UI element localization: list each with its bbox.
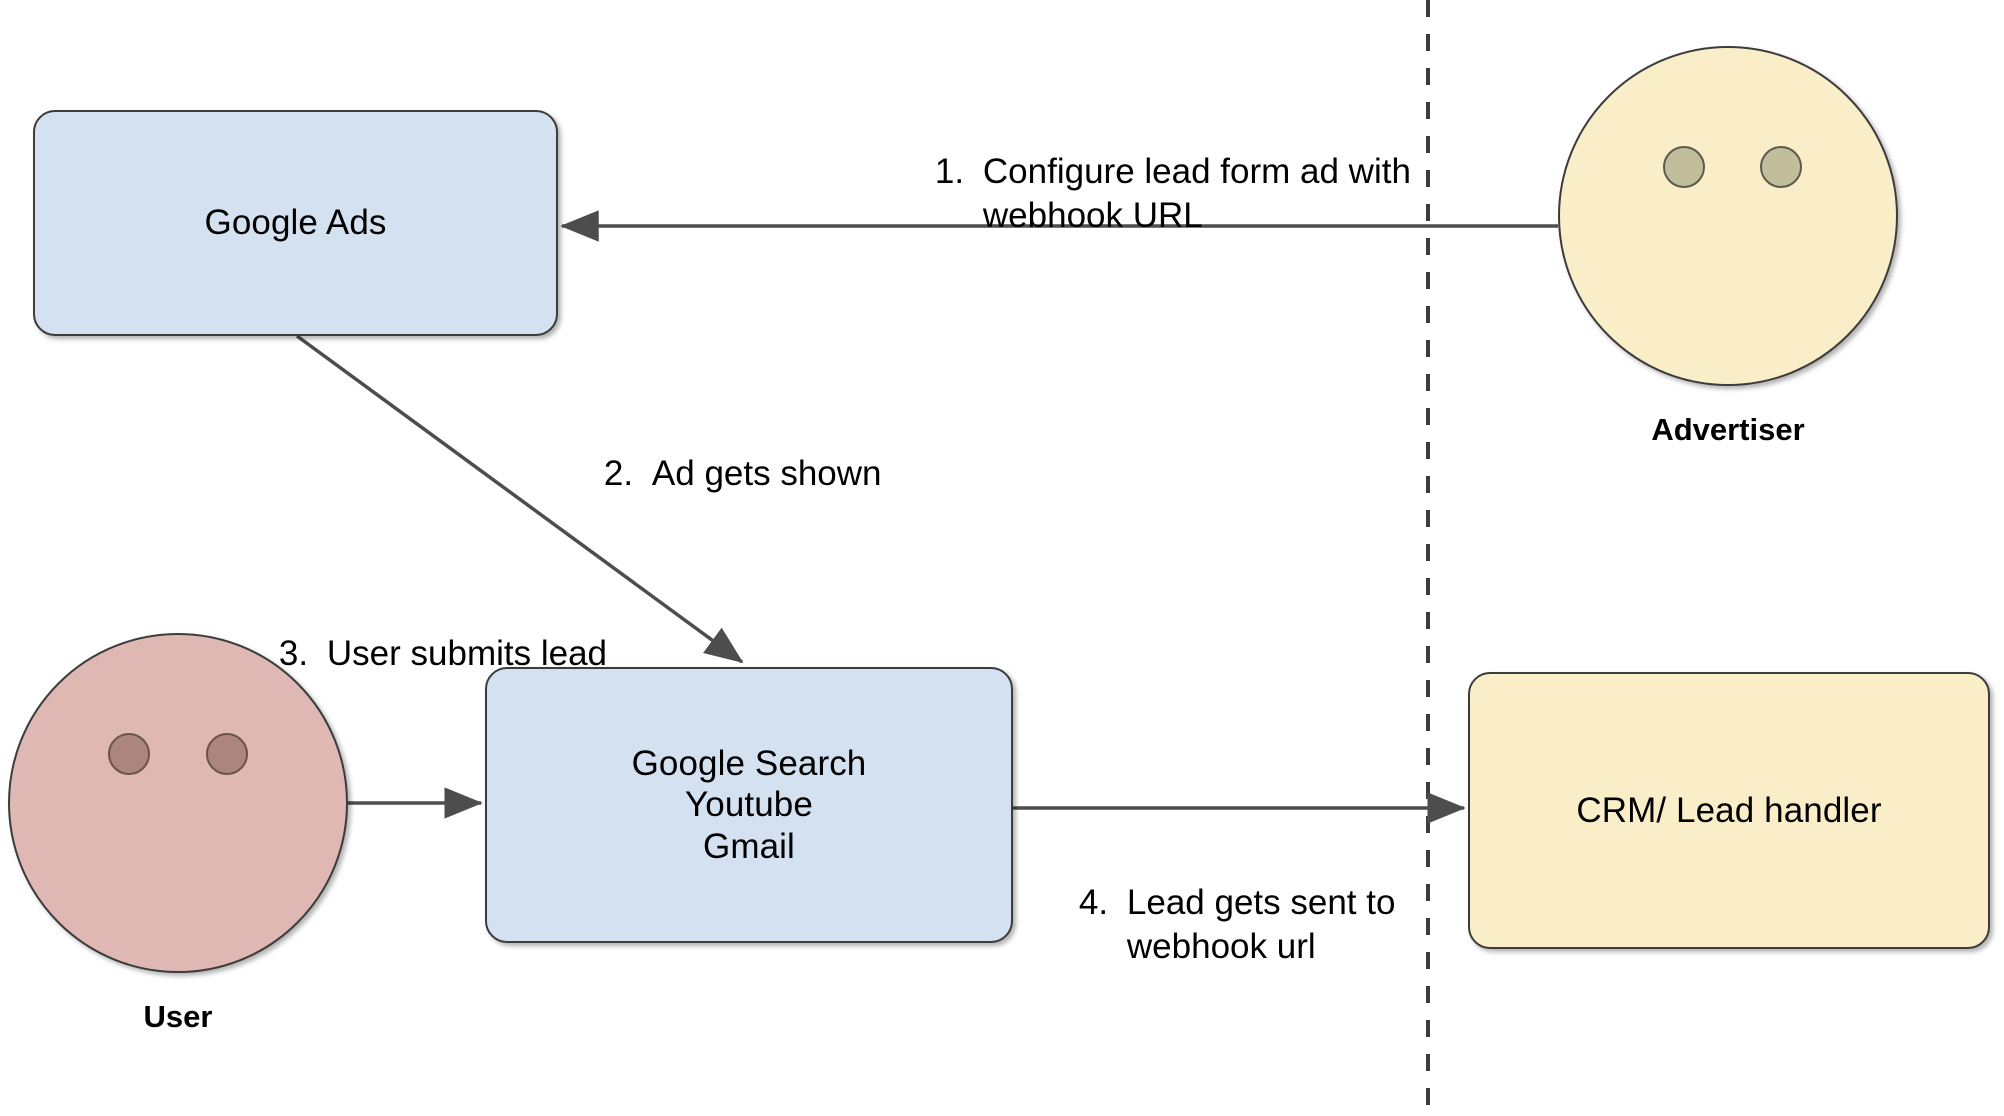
flow-label-step-3-text: User submits lead [326, 633, 608, 673]
flow-label-step-2-text: Ad gets shown [651, 453, 882, 493]
flow-label-step-3-number: 3. [278, 633, 309, 673]
flow-label-step-1-text: Configure lead form ad with webhook URL [982, 151, 1411, 235]
node-google-ads[interactable]: Google Ads [33, 110, 558, 336]
flow-label-step-1-number: 1. [934, 151, 965, 191]
advertiser-right-eye-icon [1760, 146, 1802, 188]
user-caption: User [143, 999, 213, 1034]
arrow-google-ads-to-properties [295, 334, 744, 664]
flow-label-step-1: 1. Configure lead form ad with webhook UR… [896, 106, 1411, 281]
advertiser-face-icon [1558, 46, 1898, 386]
user-right-eye-icon [206, 733, 248, 775]
node-google-properties-label: Google Search Youtube Gmail [631, 744, 867, 866]
flow-label-step-4-text: Lead gets sent to webhook url [1126, 882, 1396, 966]
flow-label-step-3: 3. User submits lead [240, 588, 607, 719]
user-face-icon [8, 633, 348, 973]
flow-label-step-4: 4. Lead gets sent to webhook url [1040, 837, 1396, 1012]
flow-label-step-2-number: 2. [603, 453, 634, 493]
flow-label-step-4-number: 4. [1078, 882, 1109, 922]
user-left-eye-icon [108, 733, 150, 775]
flow-label-step-2: 2. Ad gets shown [565, 408, 882, 539]
node-crm-lead-handler[interactable]: CRM/ Lead handler [1468, 672, 1990, 949]
node-google-ads-label: Google Ads [204, 203, 387, 243]
advertiser-left-eye-icon [1663, 146, 1705, 188]
node-google-properties[interactable]: Google Search Youtube Gmail [485, 667, 1013, 943]
advertiser-caption: Advertiser [1651, 412, 1805, 447]
node-crm-lead-handler-label: CRM/ Lead handler [1576, 790, 1882, 830]
